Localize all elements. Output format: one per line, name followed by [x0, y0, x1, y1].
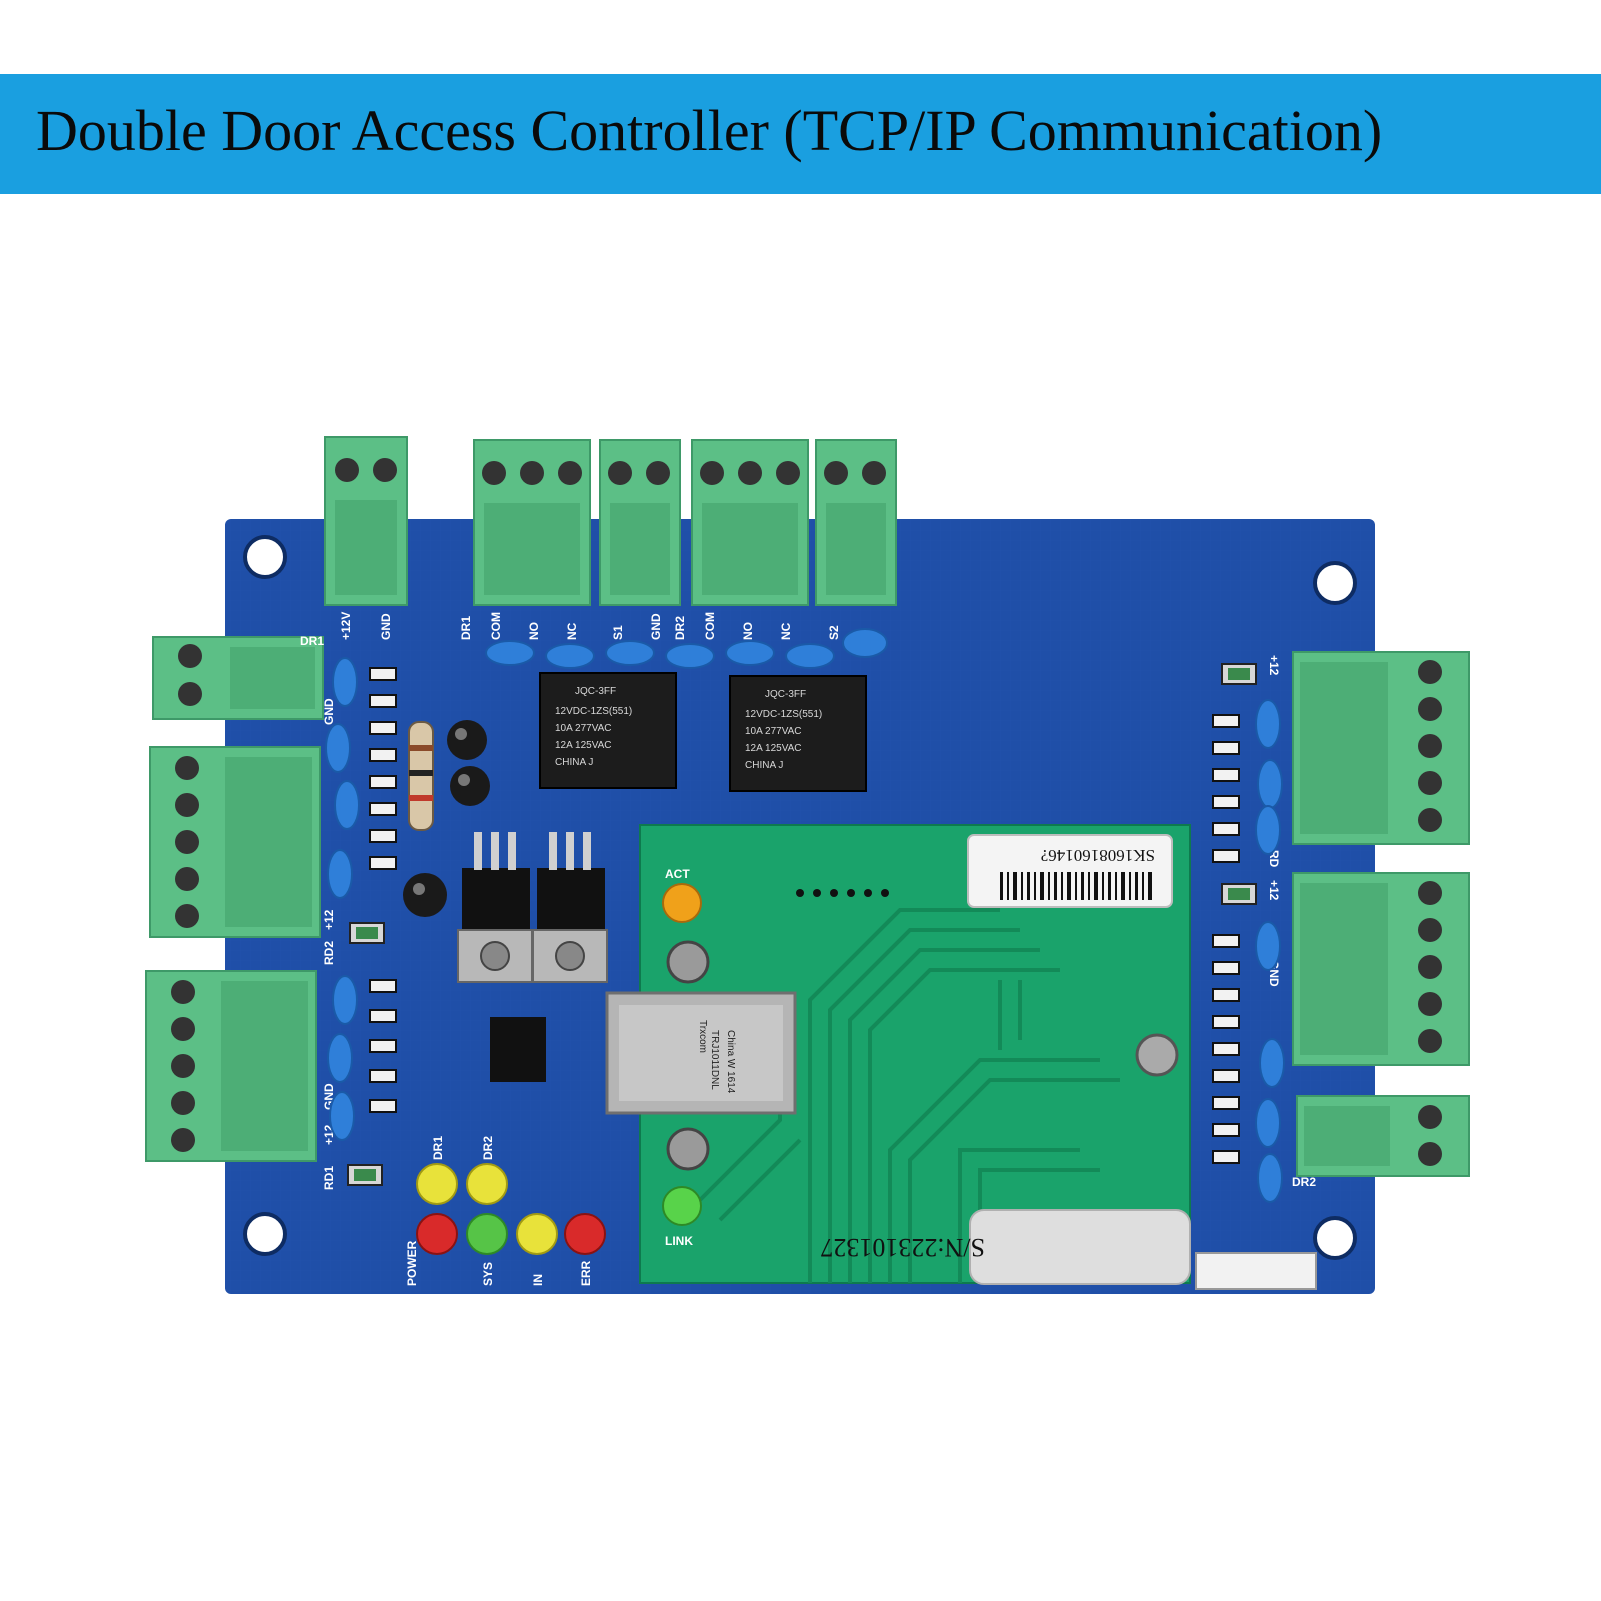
silk-label: +12V	[339, 612, 353, 640]
left-terminals	[145, 636, 324, 1162]
screw-icon	[666, 940, 710, 984]
title-banner: Double Door Access Controller (TCP/IP Co…	[0, 74, 1601, 194]
fuses	[347, 663, 1257, 1186]
mount-hole-icon	[1313, 561, 1357, 605]
rj45-jack: Trxcom TRJ1011DNL China W 1614	[605, 991, 797, 1115]
led-label: SYS	[481, 1262, 495, 1286]
silk-label: COM	[489, 612, 503, 640]
silk-label: NO	[527, 622, 541, 640]
jack-line: TRJ1011DNL	[709, 1030, 720, 1090]
left-side-labels: RD1 +12 GND RD2 +12 GND	[322, 698, 336, 1190]
led-icon	[416, 1163, 458, 1205]
relay-1: JQC-3FF 12VDC-1ZS(551) 10A 277VAC 12A 12…	[539, 672, 677, 789]
module-label: ACT	[665, 867, 690, 881]
silk-label: +12	[1267, 655, 1281, 676]
led-icon	[466, 1213, 508, 1255]
led-label: DR2	[481, 1136, 495, 1160]
screw-icon	[666, 1127, 710, 1171]
relay-brand: JQC-3FF	[765, 689, 806, 700]
silk-label: DR2	[1292, 1175, 1316, 1189]
silk-label: DR1	[459, 616, 473, 640]
silk-label: COM	[703, 612, 717, 640]
silk-label: GND	[649, 613, 663, 640]
module-leds	[662, 883, 710, 1226]
led-label: DR1	[431, 1136, 445, 1160]
right-varistors	[1255, 699, 1285, 1203]
relay-line: CHINA J	[555, 757, 593, 768]
led-label: ERR	[579, 1260, 593, 1286]
led-icon	[516, 1213, 558, 1255]
connector-header	[1195, 1252, 1317, 1290]
barcode-label: SK1608160146?	[967, 834, 1173, 908]
jack-line: China W 1614	[725, 1030, 736, 1094]
silk-label: +12	[1267, 880, 1281, 901]
relay-line: 10A 277VAC	[555, 723, 612, 734]
serial-label: S/N:223101327	[820, 1209, 1191, 1285]
right-terminals	[1292, 651, 1470, 1177]
silk-label: S2	[827, 625, 841, 640]
status-leds: DR1 DR2 POWER SYS IN ERR	[405, 1136, 606, 1286]
silk-label: GND	[379, 613, 393, 640]
led-icon	[564, 1213, 606, 1255]
mount-hole-icon	[1313, 1216, 1357, 1260]
relay-line: 12A 125VAC	[555, 740, 612, 751]
power-section	[403, 720, 608, 1082]
led-icon	[416, 1213, 458, 1255]
barcode-text: SK1608160146?	[1041, 846, 1155, 865]
silk-label: RD2	[322, 941, 336, 965]
relay-line: 12VDC-1ZS(551)	[745, 709, 822, 720]
led-icon	[466, 1163, 508, 1205]
relay-line: 12VDC-1ZS(551)	[555, 706, 632, 717]
smd-components	[369, 667, 1240, 1164]
top-terminals	[324, 436, 897, 606]
mount-hole-icon	[243, 535, 287, 579]
capacitor-row	[485, 628, 888, 669]
silk-label: DR1	[300, 634, 324, 648]
mount-hole-icon	[243, 1212, 287, 1256]
product-photo: DR1 +12V GND DR1 COM NO NC S1 GND DR2 CO…	[0, 200, 1601, 1601]
relay-line: 12A 125VAC	[745, 743, 802, 754]
silk-label: DR2	[673, 616, 687, 640]
silk-label: GND	[322, 698, 336, 725]
silk-label: NO	[741, 622, 755, 640]
led-icon	[662, 1186, 702, 1226]
silk-label: NC	[565, 622, 579, 640]
silk-label: RD1	[322, 1166, 336, 1190]
relay-brand: JQC-3FF	[575, 686, 616, 697]
silk-label: NC	[779, 622, 793, 640]
led-label: IN	[531, 1274, 545, 1286]
relay-line: 10A 277VAC	[745, 726, 802, 737]
top-terminal-labels: DR1 +12V GND DR1 COM NO NC S1 GND DR2 CO…	[300, 612, 841, 648]
relay-line: CHINA J	[745, 760, 783, 771]
jack-brand: Trxcom	[697, 1020, 708, 1053]
page-title: Double Door Access Controller (TCP/IP Co…	[36, 98, 1383, 163]
right-side-labels: +12 RD GND +12 DR2	[1267, 655, 1316, 1189]
led-label: POWER	[405, 1240, 419, 1286]
relay-2: JQC-3FF 12VDC-1ZS(551) 10A 277VAC 12A 12…	[729, 675, 867, 792]
module-label: LINK	[665, 1234, 693, 1248]
led-icon	[662, 883, 702, 923]
left-varistors	[325, 657, 360, 1141]
silk-label: +12	[322, 909, 336, 930]
silk-label: S1	[611, 625, 625, 640]
serial-number: S/N:223101327	[820, 1233, 985, 1262]
